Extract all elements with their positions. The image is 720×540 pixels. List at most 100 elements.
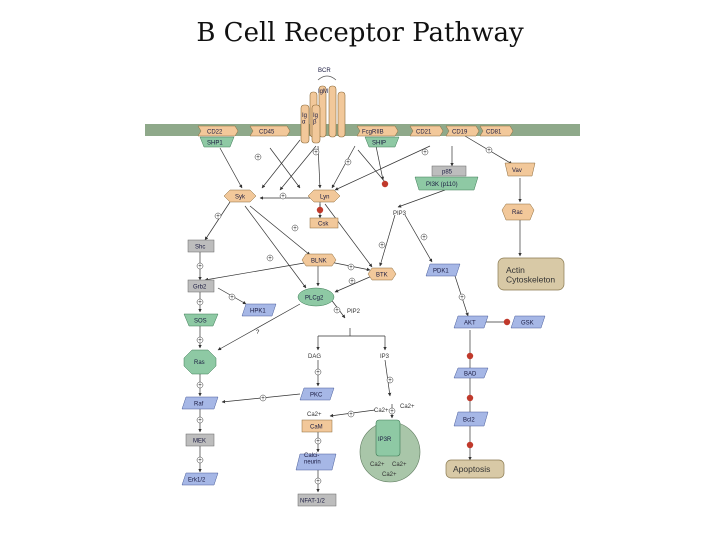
activation-markers: +++++++++++++++++++++++++++++ xyxy=(196,146,493,485)
plus-sign: + xyxy=(316,439,320,445)
gsk-node xyxy=(510,315,546,329)
plus-sign: + xyxy=(230,295,234,301)
lyn-label: Lyn xyxy=(320,195,329,201)
plus-sign: + xyxy=(198,458,202,464)
vav-label: Vav xyxy=(512,168,522,174)
cd22-label: CD22 xyxy=(207,130,223,136)
plus-sign: + xyxy=(293,226,297,232)
bcl2-label: Bcl2 xyxy=(463,418,475,424)
ca2-label-6: Ca2+ xyxy=(382,472,397,478)
plus-sign: + xyxy=(261,396,265,402)
nfat-node xyxy=(297,493,337,507)
plus-sign: + xyxy=(281,194,285,200)
plus-sign: + xyxy=(198,338,202,344)
csk-label: Csk xyxy=(318,222,329,228)
ca2-label-4: Ca2+ xyxy=(370,462,385,468)
raf-node xyxy=(181,396,219,410)
unknown-marker: ? xyxy=(256,330,260,336)
grb2-label: Grb2 xyxy=(193,285,207,291)
apoptosis-label: Apoptosis xyxy=(453,464,490,474)
shc-node xyxy=(187,239,215,253)
rac-node xyxy=(501,203,535,221)
ip3r-channel xyxy=(375,419,401,457)
plus-sign: + xyxy=(422,235,426,241)
plus-sign: + xyxy=(350,279,354,285)
calcineurin-node xyxy=(295,453,337,471)
fcgriib-node xyxy=(356,125,399,137)
bad-node xyxy=(453,367,489,379)
erk-node xyxy=(181,472,219,486)
gsk-label: GSK xyxy=(521,321,534,327)
shc-label: Shc xyxy=(195,245,205,251)
bcr-label: BCR xyxy=(318,68,331,74)
hpk1-node xyxy=(241,303,277,317)
pdk1-node xyxy=(425,263,461,277)
cd81-label: CD81 xyxy=(486,130,502,136)
ip3-label: IP3 xyxy=(380,354,390,360)
akt-label: AKT xyxy=(464,321,476,327)
nfat-label: NFAT-1/2 xyxy=(300,499,326,505)
calm-label: CaM xyxy=(310,425,323,431)
mek-node xyxy=(185,433,215,447)
pi3k-node xyxy=(414,176,479,191)
akt-node xyxy=(453,315,489,329)
inhibition-markers xyxy=(316,180,511,449)
dag-label: DAG xyxy=(308,354,321,360)
lyn-node xyxy=(307,189,341,203)
hpk1-label: HPK1 xyxy=(250,309,266,315)
p85-label: p85 xyxy=(442,170,453,176)
plus-sign: + xyxy=(256,155,260,161)
ip3r-label: IP3R xyxy=(378,437,392,443)
plus-sign: + xyxy=(487,148,491,154)
plus-sign: + xyxy=(380,243,384,249)
sos-label: SOS xyxy=(194,319,207,325)
pathway-edges xyxy=(198,135,522,493)
bcr-receptor xyxy=(300,75,346,144)
cd19-label: CD19 xyxy=(452,130,468,136)
fcgriib-label: FcgRIIB xyxy=(362,130,384,136)
pip3-label: PIP3 xyxy=(393,211,407,217)
calcineurin-label: Calci-neurin xyxy=(304,453,321,466)
cd21-node xyxy=(409,125,444,137)
mek-label: MEK xyxy=(193,439,206,445)
actin-node xyxy=(497,257,565,291)
sos-node xyxy=(183,313,219,327)
pi3k-label: PI3K (p110) xyxy=(426,182,458,188)
pdk1-label: PDK1 xyxy=(433,269,449,275)
plus-sign: + xyxy=(388,378,392,384)
ras-node xyxy=(183,349,217,375)
cd22-node xyxy=(197,125,239,137)
blnk-node xyxy=(301,253,337,267)
apoptosis-node xyxy=(445,459,505,479)
cd21-label: CD21 xyxy=(416,130,432,136)
plus-sign: + xyxy=(198,300,202,306)
plus-sign: + xyxy=(349,412,353,418)
rac-label: Rac xyxy=(512,210,523,216)
shp1-label: SHP1 xyxy=(207,141,223,147)
cd45-node xyxy=(249,125,291,137)
ship-label: SHIP xyxy=(372,141,386,147)
btk-node xyxy=(367,267,397,281)
ca2-label-3: Ca2+ xyxy=(307,412,322,418)
plus-sign: + xyxy=(216,214,220,220)
syk-node xyxy=(223,189,257,203)
btk-label: BTK xyxy=(376,273,388,279)
cd81-node xyxy=(479,125,514,137)
plus-sign: + xyxy=(198,264,202,270)
plcg2-label: PLCg2 xyxy=(305,296,324,302)
ras-label: Ras xyxy=(194,360,205,366)
vav-node xyxy=(504,162,536,177)
plus-sign: + xyxy=(349,265,353,271)
calm-node xyxy=(301,419,333,433)
plcg2-node xyxy=(297,287,335,307)
slide-title: B Cell Receptor Pathway xyxy=(196,18,524,48)
pkc-node xyxy=(299,387,335,401)
plus-sign: + xyxy=(198,418,202,424)
igm-label: IgM xyxy=(318,89,328,95)
csk-node xyxy=(309,217,339,229)
plus-sign: + xyxy=(460,295,464,301)
